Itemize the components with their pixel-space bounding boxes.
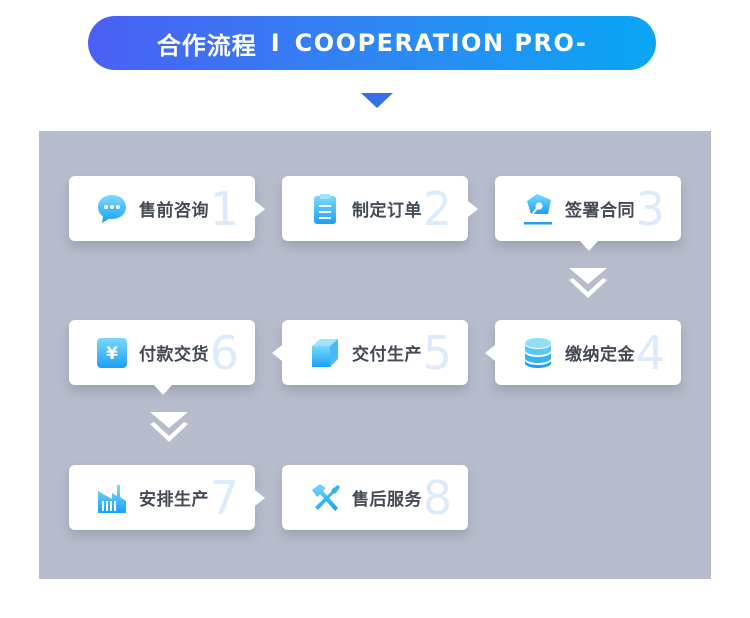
- tools-icon: [308, 481, 342, 515]
- step-number: 5: [422, 326, 452, 380]
- header-title-en: COOPERATION PRO-: [294, 29, 588, 57]
- step-card-5: 交付生产 5: [272, 320, 468, 385]
- step-card-6: ¥ 付款交货 6: [69, 320, 255, 395]
- step-label: 售后服务: [352, 490, 422, 510]
- step-number: 3: [635, 182, 665, 236]
- clipboard-icon: [308, 192, 342, 226]
- step-number: 8: [422, 471, 452, 525]
- step-label: 付款交货: [139, 345, 209, 365]
- step-label: 售前咨询: [139, 201, 209, 221]
- step-number: 4: [635, 326, 665, 380]
- factory-icon: [95, 481, 129, 515]
- step-label: 安排生产: [139, 490, 209, 510]
- double-chevron-down-icon: [569, 268, 607, 298]
- step-label: 交付生产: [352, 345, 422, 365]
- cube-icon: [308, 336, 342, 370]
- step-label: 缴纳定金: [565, 345, 635, 365]
- step-number: 7: [209, 471, 239, 525]
- svg-text:¥: ¥: [106, 344, 118, 364]
- step-card-2: 制定订单 2: [282, 176, 478, 241]
- step-label: 制定订单: [352, 201, 422, 221]
- yen-icon: ¥: [95, 336, 129, 370]
- double-chevron-down-icon: [150, 412, 188, 442]
- step-card-8: 售后服务 8: [282, 465, 468, 530]
- step-card-1: 售前咨询 1: [69, 176, 265, 241]
- step-number: 6: [209, 326, 239, 380]
- step-card-4: 缴纳定金 4: [485, 320, 681, 385]
- step-number: 1: [209, 182, 239, 236]
- section-header-banner: 合作流程 I COOPERATION PRO-: [88, 16, 656, 70]
- step-card-3: 签署合同 3: [495, 176, 681, 251]
- chat-bubble-icon: [95, 192, 129, 226]
- step-card-7: 安排生产 7: [69, 465, 265, 530]
- down-pointer-icon: [361, 93, 393, 108]
- coin-stack-icon: [521, 336, 555, 370]
- step-label: 签署合同: [565, 201, 635, 221]
- header-title-cn: 合作流程: [156, 31, 257, 60]
- pen-nib-icon: [521, 192, 555, 226]
- step-number: 2: [422, 182, 452, 236]
- header-separator: I: [270, 29, 281, 57]
